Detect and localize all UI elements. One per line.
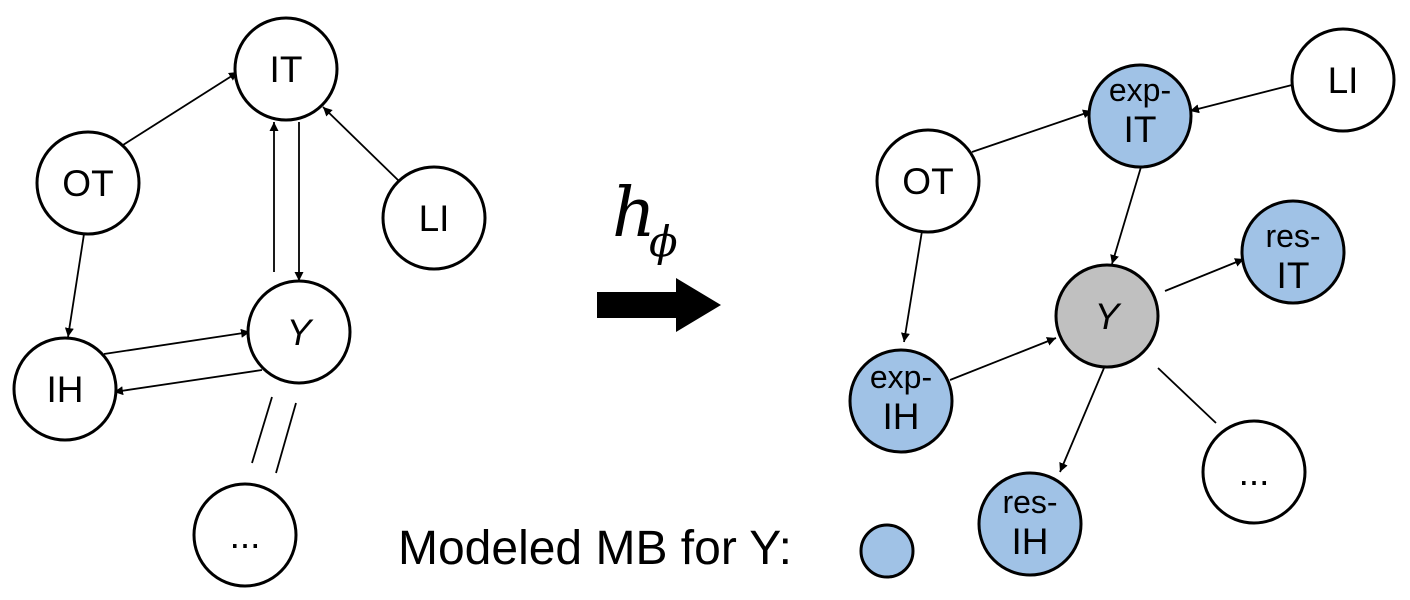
node-y-label: Y <box>287 312 314 353</box>
node-y-label: Y <box>1095 296 1122 337</box>
edge-ot-to-exp-it <box>971 109 1093 153</box>
transform: h ϕ <box>597 174 721 332</box>
node-more: ... <box>192 482 298 588</box>
node-res-it-label-top: res- <box>1265 218 1320 254</box>
node-res-it: res- IT <box>1240 199 1346 305</box>
node-more-label: ... <box>230 515 261 556</box>
legend-text: Modeled MB for Y: <box>398 522 792 575</box>
right-arrow-icon <box>597 278 721 332</box>
right-graph: exp- IT LI OT res- IT Y exp- IH ... <box>848 27 1396 577</box>
edge-y-to-ih <box>113 369 263 396</box>
node-ih-label: IH <box>47 369 84 410</box>
node-li-label: LI <box>1328 60 1359 101</box>
node-y: Y <box>246 279 352 385</box>
node-exp-it-label-top: exp- <box>1109 72 1171 108</box>
edge-y-to-res-it <box>1164 258 1245 292</box>
node-ot: OT <box>875 128 981 234</box>
right-edges <box>900 84 1293 473</box>
node-exp-ih: exp- IH <box>848 348 954 454</box>
node-li: LI <box>1290 27 1396 133</box>
edge-y-more-line-a <box>251 396 273 464</box>
node-ot-label: OT <box>902 161 953 202</box>
node-li: LI <box>381 165 487 271</box>
transform-label: h <box>612 174 656 253</box>
left-graph: IT OT LI Y IH ... <box>12 16 487 588</box>
node-res-ih-label-bottom: IH <box>1012 521 1049 562</box>
node-y: Y <box>1054 263 1160 369</box>
edge-exp-it-to-y <box>1110 166 1142 265</box>
node-res-ih-label-top: res- <box>1002 484 1057 520</box>
edge-ot-to-it <box>122 71 239 146</box>
node-more: ... <box>1201 419 1307 525</box>
edge-y-to-res-ih <box>1059 367 1105 473</box>
edge-li-to-it <box>322 106 401 183</box>
edge-y-more <box>1157 367 1217 424</box>
edge-ih-to-y <box>103 328 251 355</box>
node-more-label: ... <box>1239 452 1270 493</box>
edge-y-more-line-b <box>275 402 297 474</box>
node-it-label: IT <box>270 49 303 90</box>
edge-li-to-exp-it <box>1189 84 1293 114</box>
edge-ot-to-ih <box>64 233 85 338</box>
node-ot: OT <box>35 130 141 236</box>
edge-exp-ih-to-y <box>949 337 1057 381</box>
node-it: IT <box>233 16 339 122</box>
node-exp-it: exp- IT <box>1087 63 1193 169</box>
legend-swatch-icon <box>859 523 915 579</box>
node-ot-label: OT <box>62 163 113 204</box>
node-li-label: LI <box>419 198 450 239</box>
legend: Modeled MB for Y: <box>398 522 915 579</box>
node-res-it-label-bottom: IT <box>1277 255 1310 296</box>
node-exp-it-label-bottom: IT <box>1124 109 1157 150</box>
transform-subscript: ϕ <box>649 217 678 266</box>
node-ih: IH <box>12 336 118 442</box>
left-edges <box>64 71 401 474</box>
node-res-ih: res- IH <box>977 471 1083 577</box>
node-exp-ih-label-top: exp- <box>870 359 932 395</box>
node-exp-ih-label-bottom: IH <box>883 396 920 437</box>
edge-ot-to-exp-ih <box>900 230 923 343</box>
